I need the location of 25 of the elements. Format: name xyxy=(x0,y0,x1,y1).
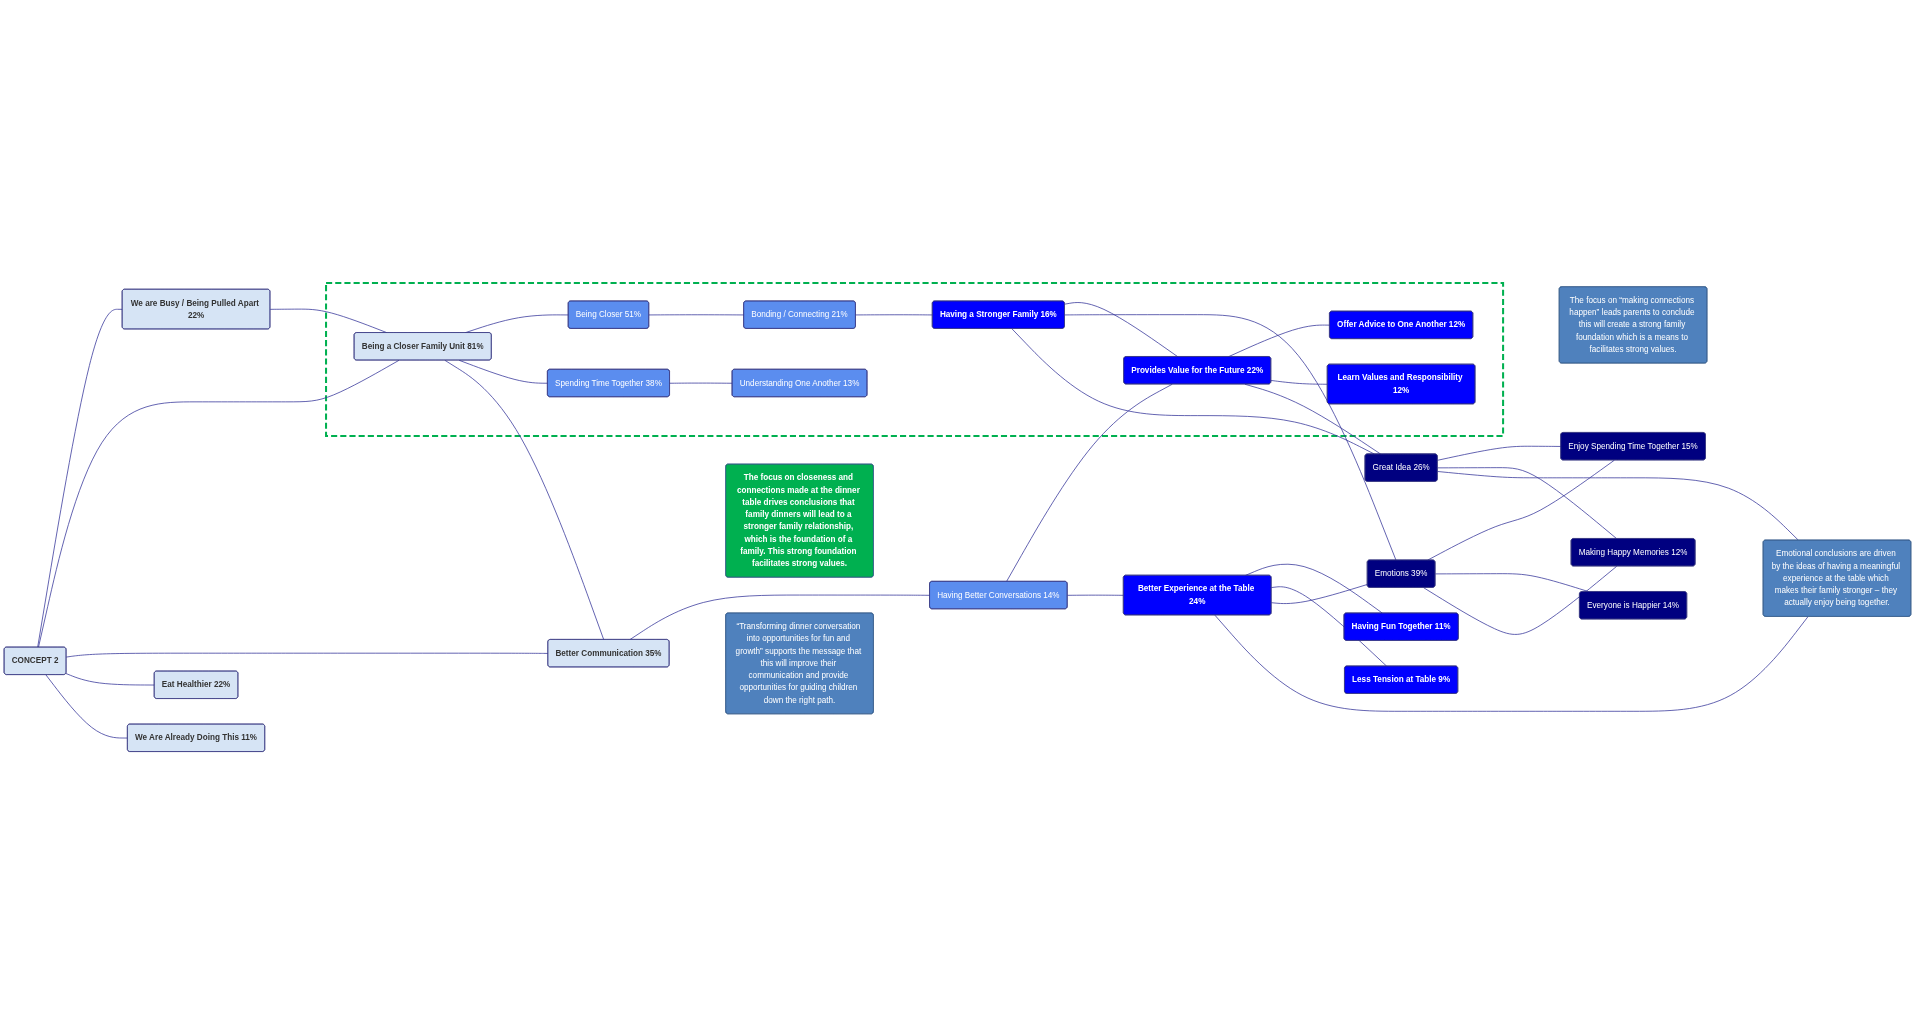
connector xyxy=(37,308,123,648)
connector xyxy=(38,359,400,648)
connector xyxy=(45,674,128,739)
connector xyxy=(1423,565,1618,635)
connector xyxy=(444,359,605,640)
cluster xyxy=(325,281,1505,437)
connector xyxy=(1228,324,1331,357)
connector xyxy=(1006,383,1173,582)
connector xyxy=(1437,466,1618,539)
connector xyxy=(65,672,155,686)
connector xyxy=(1271,583,1368,604)
connector xyxy=(65,652,549,658)
connector xyxy=(458,359,548,384)
connector xyxy=(1437,470,1799,541)
connector xyxy=(1270,379,1328,385)
connector xyxy=(629,594,931,640)
connector xyxy=(648,314,745,315)
connector xyxy=(1437,445,1562,461)
connector xyxy=(1064,314,1397,561)
connector xyxy=(855,314,933,315)
connector xyxy=(669,382,733,384)
connector xyxy=(1271,586,1388,667)
connector xyxy=(1214,614,1809,712)
connector xyxy=(1064,301,1179,357)
connector xyxy=(1067,594,1124,596)
